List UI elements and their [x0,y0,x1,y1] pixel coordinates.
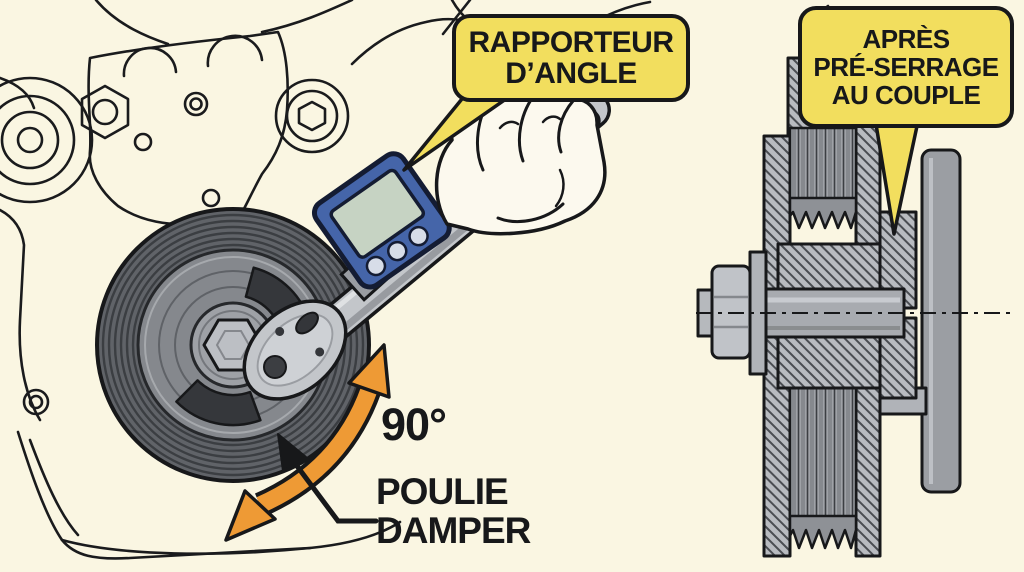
pulley-label-line1: POULIE [376,471,509,512]
section-belt-grooves-bottom [788,386,858,520]
gauge-button [387,240,408,262]
callout-pre-torque-line1: APRÈS [862,23,950,54]
callout-angle-gauge-line2: D’ANGLE [505,57,637,90]
pulley-label-line2: DAMPER [376,510,531,552]
rotation-angle-label: 90° [381,399,447,450]
gauge-lcd-screen [329,168,426,259]
cross-section-view [696,56,1010,558]
callout-pre-torque-line2: PRÉ-SERRAGE [813,51,999,82]
section-disc [920,148,962,494]
pulley-label: POULIE DAMPER [376,471,531,552]
pulley-cutout-lower [175,379,262,427]
callout-pre-torque-line3: AU COUPLE [831,80,981,111]
callout-pre-torque: APRÈS PRÉ-SERRAGE AU COUPLE [798,6,1014,128]
section-crank-bolt [696,250,768,376]
section-belt-grooves-top [788,126,858,204]
ratchet-head [242,299,348,401]
angle-gauge [311,151,452,302]
pulley-label-leader [277,433,379,524]
callout-angle-gauge-line1: RAPPORTEUR [468,25,674,59]
gauge-button [365,255,387,277]
torque-wrench [242,82,611,401]
gauge-button [408,225,429,247]
rotation-arrow [224,343,391,542]
callout-angle-gauge: RAPPORTEUR D’ANGLE [452,14,690,102]
